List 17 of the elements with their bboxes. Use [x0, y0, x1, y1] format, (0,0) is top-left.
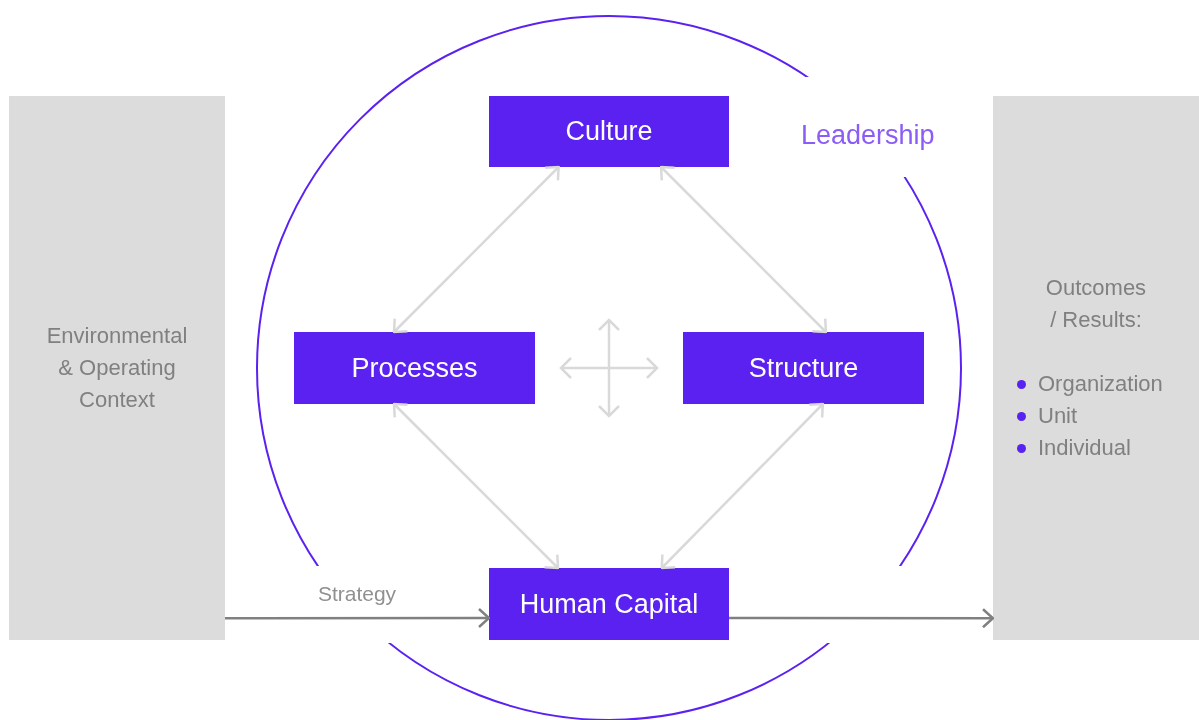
list-item: Individual — [1038, 434, 1131, 462]
circle-label: Leadership — [801, 119, 935, 152]
panel-heading: Outcomes / Results: — [1044, 274, 1148, 334]
list-item: Organization — [1038, 370, 1163, 398]
arrow — [729, 608, 995, 629]
arrow — [660, 402, 825, 570]
arrow — [392, 402, 560, 570]
process-box: Structure — [683, 332, 924, 404]
arrow — [392, 165, 560, 334]
process-box: Processes — [294, 332, 535, 404]
side-panel: Environmental & Operating Context — [9, 96, 225, 640]
arrow — [659, 165, 828, 334]
arrow — [225, 607, 491, 629]
process-box: Culture — [489, 96, 729, 167]
process-box: Human Capital — [489, 568, 729, 640]
list-item: Unit — [1038, 402, 1078, 430]
side-panel — [993, 96, 1199, 640]
